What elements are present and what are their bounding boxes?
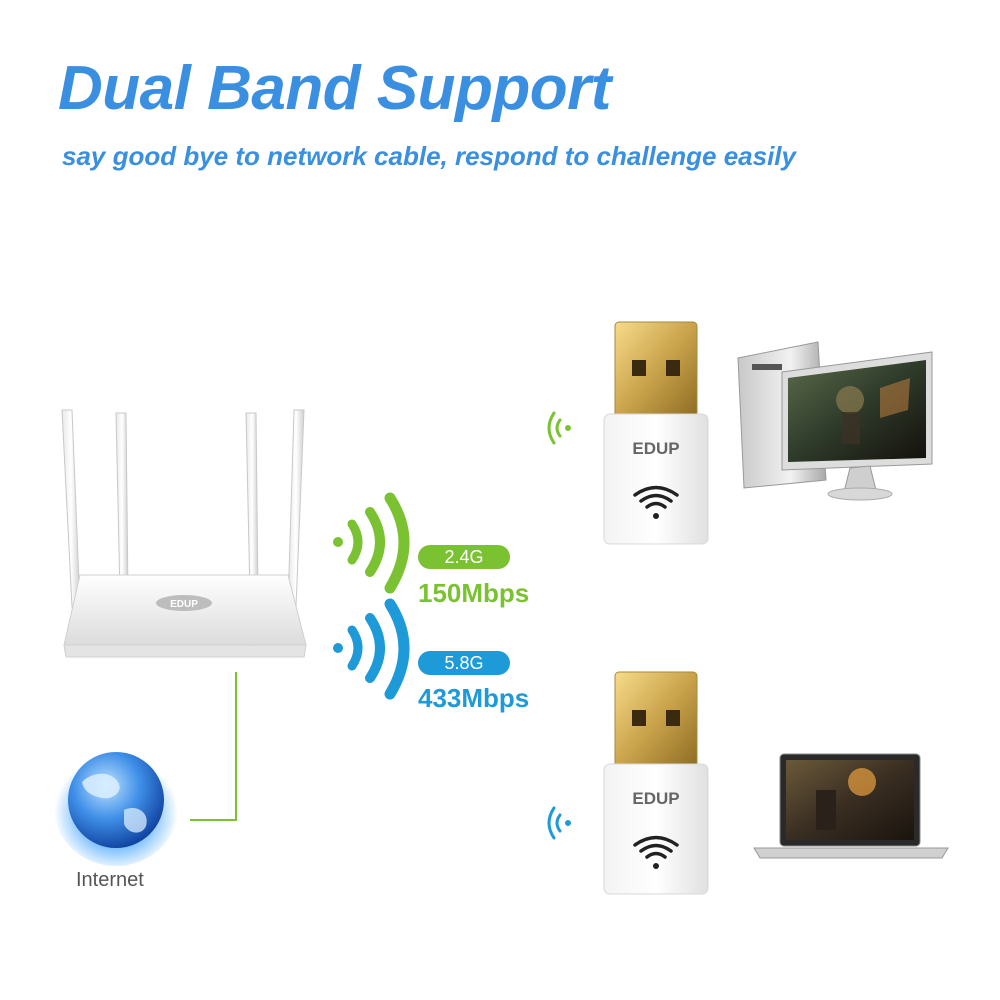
- internet-label: Internet: [76, 869, 144, 891]
- usb-adapter-bottom: EDUP: [603, 671, 709, 895]
- globe-icon: [54, 750, 178, 866]
- adapter-logo-bottom: EDUP: [632, 789, 679, 808]
- page-subtitle: say good bye to network cable, respond t…: [62, 141, 796, 171]
- usb-adapter-top: EDUP: [603, 321, 709, 545]
- band-2g-speed: 150Mbps: [418, 578, 530, 608]
- band-5g-badge: 5.8G: [418, 651, 510, 675]
- small-blue-wifi-icon: [547, 806, 571, 840]
- page-title: Dual Band Support: [58, 54, 611, 123]
- green-wifi-waves-icon: [333, 492, 410, 594]
- router-image: EDUP: [61, 409, 307, 658]
- desktop-computer-image: [737, 341, 933, 501]
- band-2g-badge: 2.4G: [418, 545, 510, 569]
- small-green-wifi-icon: [547, 411, 571, 445]
- blue-wifi-waves-icon: [333, 598, 410, 700]
- band-5g-speed: 433Mbps: [418, 683, 530, 713]
- laptop-image: [753, 753, 949, 859]
- router-logo: EDUP: [170, 599, 198, 610]
- adapter-logo-top: EDUP: [632, 439, 679, 458]
